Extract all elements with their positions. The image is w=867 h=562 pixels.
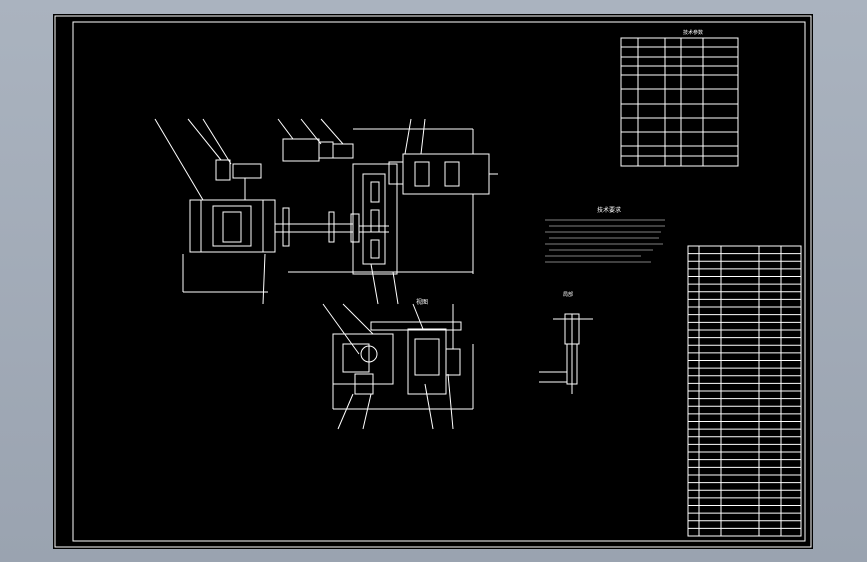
drawing-sheet[interactable]: 技术参数 技术要求 视图 局部	[53, 14, 813, 549]
bill-of-materials	[687, 245, 802, 537]
elevation-view	[322, 303, 474, 430]
parameter-table	[620, 37, 739, 167]
tech-requirements-text	[545, 219, 665, 263]
detail-view-label: 局部	[563, 291, 573, 298]
view-label: 视图	[416, 298, 428, 306]
parameter-table-title: 技术参数	[683, 29, 703, 36]
inner-frame	[72, 21, 806, 542]
plan-view	[154, 118, 498, 305]
engineering-drawing[interactable]: 技术参数 技术要求 视图 局部	[53, 14, 813, 549]
tech-requirements-title: 技术要求	[597, 206, 621, 214]
outer-frame	[54, 15, 812, 548]
detail-view	[539, 313, 593, 394]
